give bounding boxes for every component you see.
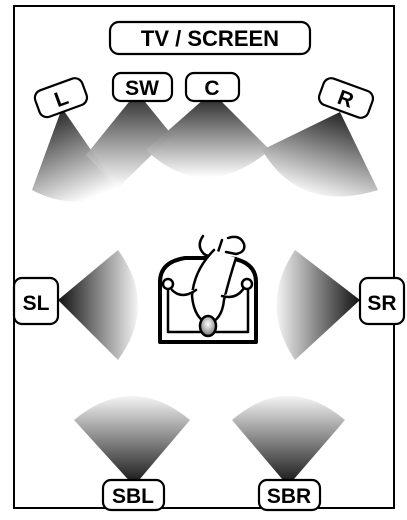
surround-left-label: SL — [23, 292, 50, 315]
center-speaker: C — [184, 71, 241, 103]
front-right-label: R — [334, 86, 356, 113]
subwoofer-label: SW — [125, 77, 159, 100]
front-left-speaker: L — [33, 77, 89, 119]
tv-screen: TV / SCREEN — [108, 20, 312, 56]
surround-back-right-cone — [232, 396, 345, 486]
subwoofer-cone — [86, 92, 172, 188]
center-label: C — [204, 77, 219, 100]
surround-right-label: SR — [367, 292, 396, 315]
surround-right-cone — [276, 250, 360, 360]
surround-back-left-speaker: SBL — [101, 478, 166, 512]
front-right-speaker: R — [317, 77, 375, 119]
center-cone — [146, 92, 270, 178]
surround-left-cone — [58, 250, 138, 360]
person-in-armchair-icon — [158, 234, 258, 344]
surround-back-right-speaker: SBR — [257, 478, 322, 512]
surround-back-left-cone — [74, 396, 190, 486]
surround-back-right-label: SBR — [267, 485, 311, 508]
front-left-cone — [32, 108, 120, 202]
surround-back-left-label: SBL — [112, 485, 154, 508]
surround-left-speaker: SL — [12, 276, 60, 326]
surround-right-speaker: SR — [358, 276, 406, 326]
subwoofer-speaker: SW — [111, 71, 174, 103]
tv-screen-label: TV / SCREEN — [141, 26, 279, 51]
front-right-cone — [262, 112, 378, 197]
